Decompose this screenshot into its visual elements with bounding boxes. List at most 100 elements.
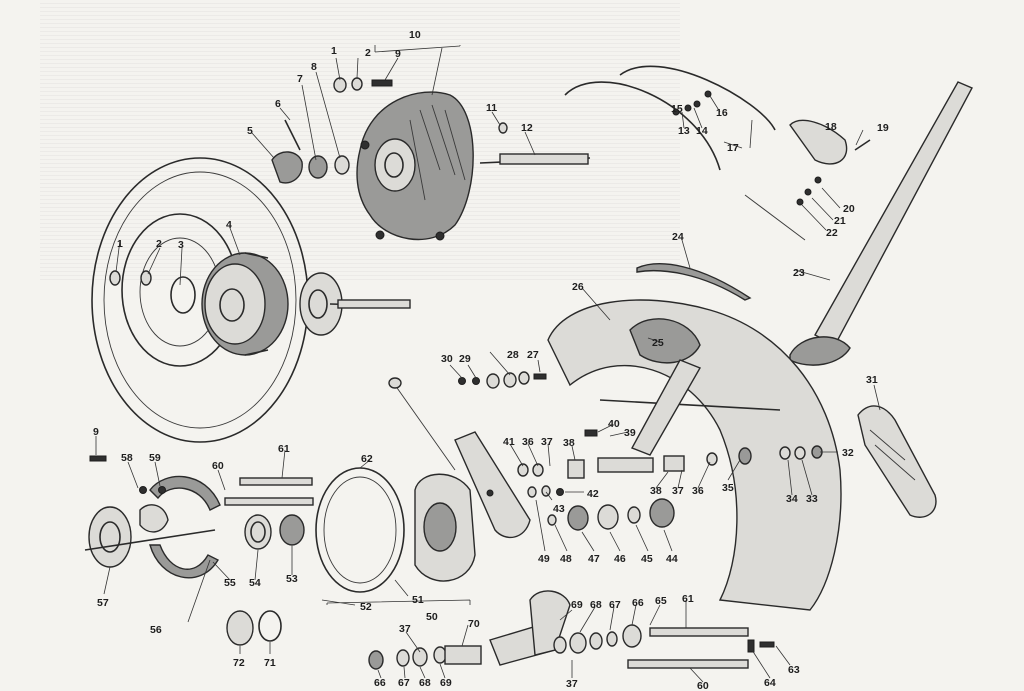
callout-62: 62 [361, 453, 373, 465]
callout-37b: 37 [672, 485, 684, 497]
callout-36b: 36 [692, 485, 704, 497]
fender-stays-17 [564, 65, 776, 171]
callout-32: 32 [842, 447, 854, 459]
callout-60a: 60 [212, 460, 224, 472]
rubber-boot-31 [857, 405, 937, 518]
callout-18: 18 [825, 121, 837, 133]
callout-57: 57 [97, 597, 109, 609]
callout-17: 17 [727, 142, 739, 154]
callout-54: 54 [249, 577, 261, 589]
callout-44: 44 [666, 553, 678, 565]
callout-14: 14 [696, 125, 708, 137]
callout-50: 50 [426, 611, 438, 623]
fork-leg-23 [744, 81, 973, 366]
callout-3: 3 [178, 239, 184, 251]
callout-27: 27 [527, 349, 539, 361]
callout-65: 65 [655, 595, 667, 607]
callout-2a: 2 [365, 47, 371, 59]
callout-33b: 33 [806, 493, 818, 505]
callout-51: 51 [412, 594, 424, 606]
fork-arm [597, 359, 702, 473]
hub-10 [356, 91, 474, 241]
callout-68a: 68 [590, 599, 602, 611]
callout-37c: 37 [399, 623, 411, 635]
callout-55: 55 [224, 577, 236, 589]
bracket-18 [789, 119, 871, 206]
callout-4: 4 [226, 219, 232, 231]
callout-69b: 69 [440, 677, 452, 689]
axle-flange [299, 272, 411, 336]
spindle-parts-bottom [368, 590, 775, 670]
callout-58: 58 [121, 452, 133, 464]
callout-45: 45 [641, 553, 653, 565]
callout-61a: 61 [278, 443, 290, 455]
callout-56: 56 [150, 624, 162, 636]
axle-spindle-12 [479, 122, 591, 165]
brake-drum-4 [201, 252, 289, 356]
callout-29: 29 [459, 353, 471, 365]
callout-24: 24 [672, 231, 684, 243]
hub-small-parts [271, 77, 393, 184]
callout-67b: 67 [398, 677, 410, 689]
callout-70: 70 [468, 618, 480, 630]
callout-25: 25 [652, 337, 664, 349]
callout-53: 53 [286, 573, 298, 585]
callout-72: 72 [233, 657, 245, 669]
leader-lines [95, 45, 881, 683]
callout-37a: 37 [541, 436, 553, 448]
callout-49: 49 [538, 553, 550, 565]
brake-cams [224, 477, 314, 506]
callout-26: 26 [572, 281, 584, 293]
callout-5: 5 [247, 125, 253, 137]
callout-59: 59 [149, 452, 161, 464]
callout-10: 10 [409, 29, 421, 41]
callout-38b: 38 [650, 485, 662, 497]
callout-8: 8 [311, 61, 317, 73]
scan-shading [40, 0, 680, 280]
callout-42: 42 [587, 488, 599, 500]
callout-38a: 38 [563, 437, 575, 449]
callout-21: 21 [834, 215, 846, 227]
callout-63: 63 [788, 664, 800, 676]
callout-34: 34 [786, 493, 798, 505]
callout-12: 12 [521, 122, 533, 134]
brake-shoes-55 [139, 475, 221, 579]
callout-40: 40 [608, 418, 620, 430]
callout-48: 48 [560, 553, 572, 565]
callout-20: 20 [843, 203, 855, 215]
callout-6: 6 [275, 98, 281, 110]
callout-52: 52 [360, 601, 372, 613]
callout-66b: 66 [374, 677, 386, 689]
callout-7: 7 [297, 73, 303, 85]
callout-64: 64 [764, 677, 776, 689]
callout-71: 71 [264, 657, 276, 669]
callout-19: 19 [877, 122, 889, 134]
callout-68b: 68 [419, 677, 431, 689]
mudguard-strip-24 [636, 263, 752, 301]
callout-61b: 61 [682, 593, 694, 605]
callout-16: 16 [716, 107, 728, 119]
callout-28: 28 [507, 349, 519, 361]
callout-46: 46 [614, 553, 626, 565]
callout-23: 23 [793, 267, 805, 279]
callout-66a: 66 [632, 597, 644, 609]
callout-11: 11 [486, 102, 497, 114]
dust-cover-51 [315, 467, 405, 593]
brake-housing-50 [388, 377, 531, 582]
callout-22: 22 [826, 227, 838, 239]
callout-31: 31 [866, 374, 878, 386]
callout-9a: 9 [395, 48, 401, 60]
callout-numbers: 1 2 9 10 7 8 6 5 11 12 13 14 15 16 17 18… [93, 29, 889, 691]
callout-1a: 1 [331, 45, 337, 57]
callout-69a: 69 [571, 599, 583, 611]
callout-47: 47 [588, 553, 600, 565]
callout-13: 13 [678, 125, 690, 137]
callout-35: 35 [722, 482, 734, 494]
callout-37d: 37 [566, 678, 578, 690]
brake-plate-57 [84, 455, 216, 568]
callout-9b: 9 [93, 426, 99, 438]
callout-30: 30 [441, 353, 453, 365]
callout-39: 39 [624, 427, 636, 439]
